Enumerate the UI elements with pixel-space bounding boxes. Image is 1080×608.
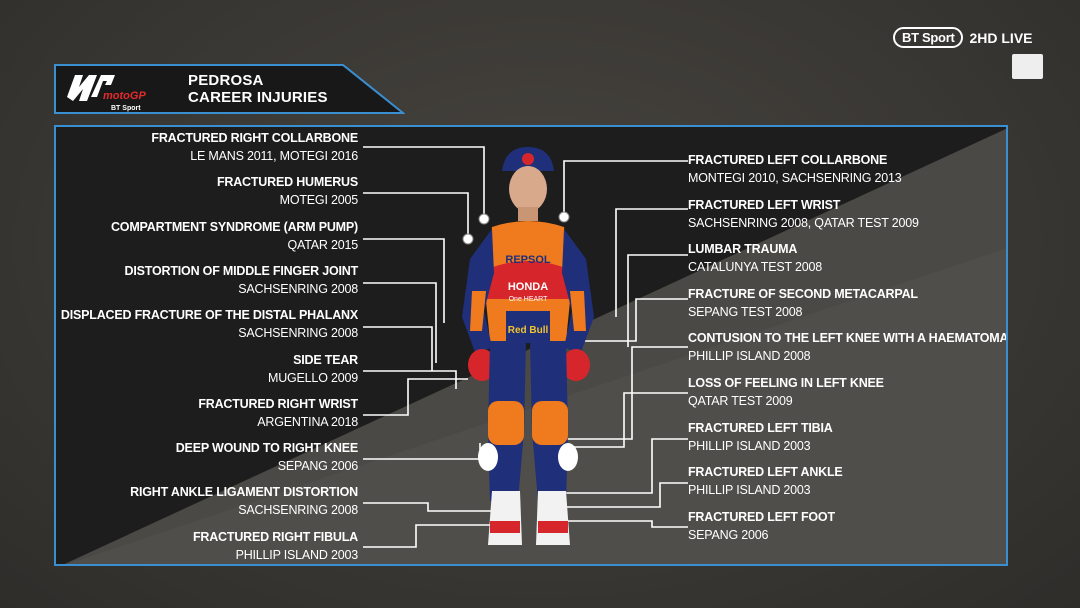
injury-title: FRACTURED LEFT COLLARBONE: [688, 153, 888, 167]
title-bar-frame: [54, 64, 405, 114]
injury-detail: QATAR TEST 2009: [688, 394, 793, 408]
injury-title: SIDE TEAR: [293, 352, 358, 367]
left-injury-label: FRACTURED RIGHT COLLARBONE LE MANS 2011, …: [151, 129, 358, 165]
injury-detail: MOTEGI 2005: [279, 193, 359, 208]
bt-sport-logo: BT Sport: [893, 27, 964, 48]
svg-text:HONDA: HONDA: [508, 281, 548, 293]
injury-title: FRACTURED LEFT FOOT: [688, 509, 835, 524]
left-injury-label: FRACTURED RIGHT FIBULA PHILLIP ISLAND 200…: [193, 528, 358, 564]
injury-title: FRACTURED RIGHT FIBULA: [192, 529, 358, 544]
right-injury-label: FRACTURED LEFT TIBIA PHILLIP ISLAND 2003: [688, 419, 833, 455]
injury-title: RIGHT ANKLE LIGAMENT DISTORTION: [130, 485, 358, 500]
injury-detail: PHILLIP ISLAND 2003: [235, 547, 359, 562]
svg-text:BT Sport: BT Sport: [111, 105, 141, 112]
screen-square: [1012, 54, 1043, 79]
left-boot-icon: [536, 491, 570, 545]
injuries-panel: REPSOL HONDA One HEART Red Bull: [54, 125, 1008, 566]
right-injury-label: LUMBAR TRAUMA CATALUNYA TEST 2008: [688, 240, 822, 276]
left-knee-slider-icon: [558, 443, 578, 471]
injury-detail: SACHSENRING 2008: [238, 326, 358, 341]
svg-text:motoGP: motoGP: [103, 90, 146, 102]
injury-detail: QATAR 2015: [287, 237, 359, 252]
injury-detail: PHILLIP ISLAND 2003: [688, 483, 811, 498]
motogp-logo-icon: motoGP BT Sport: [67, 75, 146, 112]
channel-label: 2HD LIVE: [969, 29, 1033, 46]
injury-title: FRACTURED LEFT ANKLE: [688, 465, 843, 480]
svg-text:One HEART: One HEART: [509, 296, 548, 303]
injury-detail: MUGELLO 2009: [267, 370, 358, 385]
injury-title: LOSS OF FEELING IN LEFT KNEE: [688, 376, 884, 390]
injury-title: LUMBAR TRAUMA: [688, 242, 798, 257]
injury-detail: MONTEGI 2010, SACHSENRING 2013: [688, 171, 902, 185]
right-injury-label: FRACTURED LEFT ANKLE PHILLIP ISLAND 2003: [688, 463, 843, 499]
left-injury-label: DEEP WOUND TO RIGHT KNEE SEPANG 2006: [176, 439, 358, 475]
injury-title: FRACTURED LEFT TIBIA: [688, 420, 833, 435]
left-injury-label: SIDE TEAR MUGELLO 2009: [268, 351, 358, 387]
right-injury-label: FRACTURE OF SECOND METACARPAL SEPANG TEST…: [688, 285, 918, 321]
injury-title: FRACTURED HUMERUS: [216, 175, 358, 190]
injury-title: COMPARTMENT SYNDROME (ARM PUMP): [110, 219, 358, 234]
svg-text:REPSOL: REPSOL: [505, 254, 551, 266]
right-injury-label: FRACTURED LEFT FOOT SEPANG 2006: [688, 508, 835, 544]
head-icon: [509, 166, 547, 212]
right-injury-label: FRACTURED LEFT COLLARBONE MONTEGI 2010, S…: [688, 151, 902, 187]
injury-detail: SEPANG 2006: [277, 459, 358, 474]
injury-detail: ARGENTINA 2018: [257, 414, 358, 429]
injury-detail: CATALUNYA TEST 2008: [688, 260, 822, 275]
injury-title: FRACTURED RIGHT COLLARBONE: [151, 131, 358, 145]
title-subject: CAREER INJURIES: [188, 89, 328, 106]
left-glove-icon: [562, 349, 590, 381]
broadcaster-watermark: BT Sport 2HD LIVE: [893, 27, 1033, 48]
left-injury-label: COMPARTMENT SYNDROME (ARM PUMP) QATAR 201…: [111, 218, 358, 254]
injury-title: DISPLACED FRACTURE OF THE DISTAL PHALANX: [60, 308, 358, 323]
injury-detail: PHILLIP ISLAND 2003: [688, 438, 811, 453]
injury-title: DEEP WOUND TO RIGHT KNEE: [175, 441, 358, 456]
right-injury-label: FRACTURED LEFT WRIST SACHSENRING 2008, QA…: [688, 196, 919, 232]
injury-detail: LE MANS 2011, MOTEGI 2016: [190, 149, 358, 163]
left-injury-label: DISTORTION OF MIDDLE FINGER JOINT SACHSEN…: [124, 262, 359, 298]
injury-detail: SACHSENRING 2008, QATAR TEST 2009: [688, 215, 919, 230]
title-rider-name: PEDROSA: [188, 72, 264, 89]
injury-markers: [462, 211, 570, 245]
svg-text:Red Bull: Red Bull: [508, 325, 549, 336]
rider-illustration: REPSOL HONDA One HEART Red Bull: [462, 147, 594, 545]
right-knee-slider-icon: [478, 443, 498, 471]
injury-detail: SACHSENRING 2008: [238, 281, 358, 296]
injury-detail: PHILLIP ISLAND 2008: [688, 349, 811, 364]
right-boot-icon: [488, 491, 522, 545]
right-injury-label: LOSS OF FEELING IN LEFT KNEE QATAR TEST 2…: [688, 374, 884, 410]
injury-title: FRACTURED RIGHT WRIST: [198, 396, 358, 411]
motogp-logo: motoGP BT Sport: [61, 67, 153, 113]
connector-lines: [363, 146, 688, 548]
title-bar: motoGP BT Sport PEDROSA CAREER INJURIES: [53, 63, 405, 115]
left-injury-label: DISPLACED FRACTURE OF THE DISTAL PHALANX…: [61, 306, 358, 342]
injury-title: DISTORTION OF MIDDLE FINGER JOINT: [124, 263, 359, 278]
injury-detail: SACHSENRING 2008: [238, 503, 358, 518]
left-injury-label: RIGHT ANKLE LIGAMENT DISTORTION SACHSENRI…: [130, 483, 358, 519]
right-glove-icon: [468, 349, 496, 381]
injury-title: FRACTURED LEFT WRIST: [688, 197, 841, 212]
left-injury-label: FRACTURED HUMERUS MOTEGI 2005: [217, 173, 358, 209]
injury-detail: SEPANG TEST 2008: [688, 304, 803, 319]
left-injury-label: FRACTURED RIGHT WRIST ARGENTINA 2018: [198, 395, 358, 431]
right-injury-label: CONTUSION TO THE LEFT KNEE WITH A HAEMAT…: [688, 329, 1008, 365]
injury-title: FRACTURE OF SECOND METACARPAL: [688, 286, 918, 301]
injury-title: CONTUSION TO THE LEFT KNEE WITH A HAEMAT…: [688, 331, 1008, 346]
injury-detail: SEPANG 2006: [688, 527, 769, 542]
